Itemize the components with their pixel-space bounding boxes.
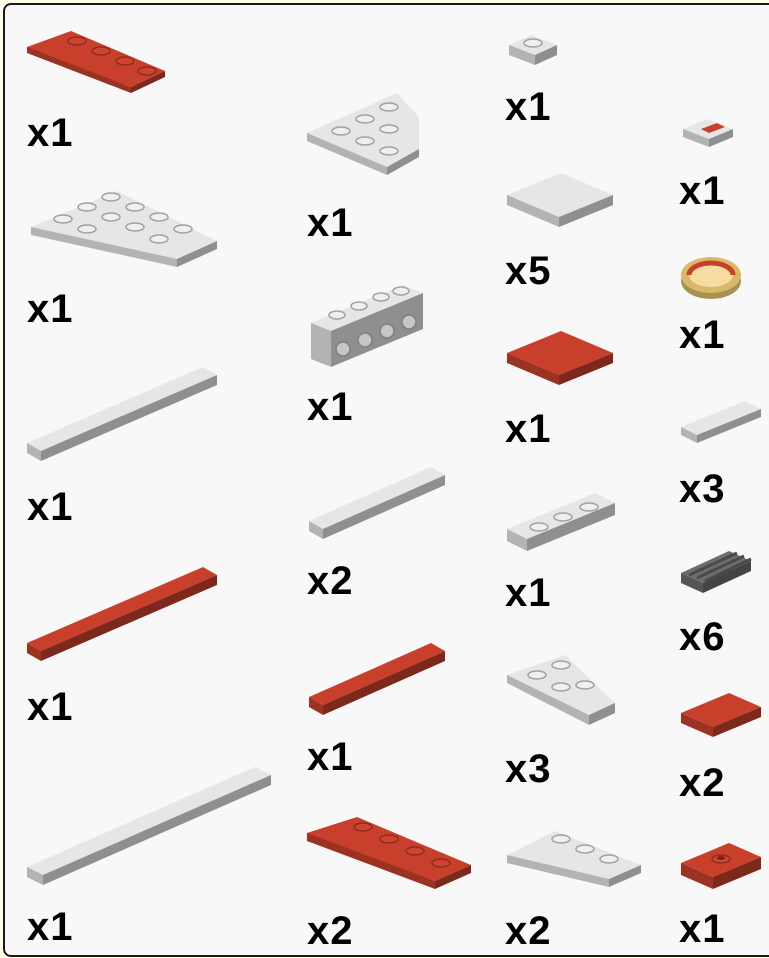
bracket-white-icon	[307, 285, 427, 369]
printed-tile-icon	[679, 117, 739, 151]
jumper-plate-red-icon	[679, 841, 763, 897]
quantity-label: x2	[307, 561, 354, 601]
wedge-plate-white-icon	[27, 187, 219, 267]
wedge-plate-white-icon	[505, 827, 645, 891]
quantity-label: x1	[679, 315, 726, 355]
quantity-label: x3	[505, 749, 552, 789]
long-tile-white-icon	[307, 465, 447, 545]
quantity-label: x1	[27, 289, 74, 329]
grille-tile-icon	[679, 547, 753, 597]
parts-list-panel: x1 x1 x1 x1	[3, 3, 769, 957]
quantity-label: x1	[679, 171, 726, 211]
long-tile-white-icon	[27, 767, 273, 887]
round-tile-icon	[679, 253, 743, 303]
quantity-label: x2	[307, 911, 354, 951]
tile-white-icon	[679, 399, 763, 445]
wedge-plate-red-icon	[307, 817, 473, 893]
quantity-label: x1	[27, 907, 74, 947]
quantity-label: x1	[27, 113, 74, 153]
quantity-label: x1	[505, 409, 552, 449]
quantity-label: x1	[505, 573, 552, 613]
quantity-label: x5	[505, 251, 552, 291]
square-tile-white-icon	[505, 171, 617, 233]
small-plate-white-icon	[505, 31, 565, 67]
quantity-label: x6	[679, 617, 726, 657]
quantity-label: x1	[505, 87, 552, 127]
quantity-label: x2	[679, 763, 726, 803]
quantity-label: x1	[27, 487, 74, 527]
long-plate-white-icon	[27, 367, 219, 467]
long-tile-red-icon	[307, 641, 447, 721]
plate-white-icon	[505, 489, 619, 553]
tile-red-icon	[679, 689, 763, 745]
quantity-label: x1	[679, 909, 726, 949]
quantity-label: x1	[307, 737, 354, 777]
quantity-label: x2	[505, 911, 552, 951]
quantity-label: x1	[307, 387, 354, 427]
wedge-plate-white-icon	[505, 653, 619, 729]
long-tile-red-icon	[27, 567, 219, 667]
quantity-label: x1	[27, 687, 74, 727]
quantity-label: x1	[307, 203, 354, 243]
quantity-label: x3	[679, 469, 726, 509]
wedge-plate-red-icon	[27, 31, 167, 91]
square-tile-red-icon	[505, 329, 617, 391]
wedge-plate-white-icon	[307, 93, 421, 185]
